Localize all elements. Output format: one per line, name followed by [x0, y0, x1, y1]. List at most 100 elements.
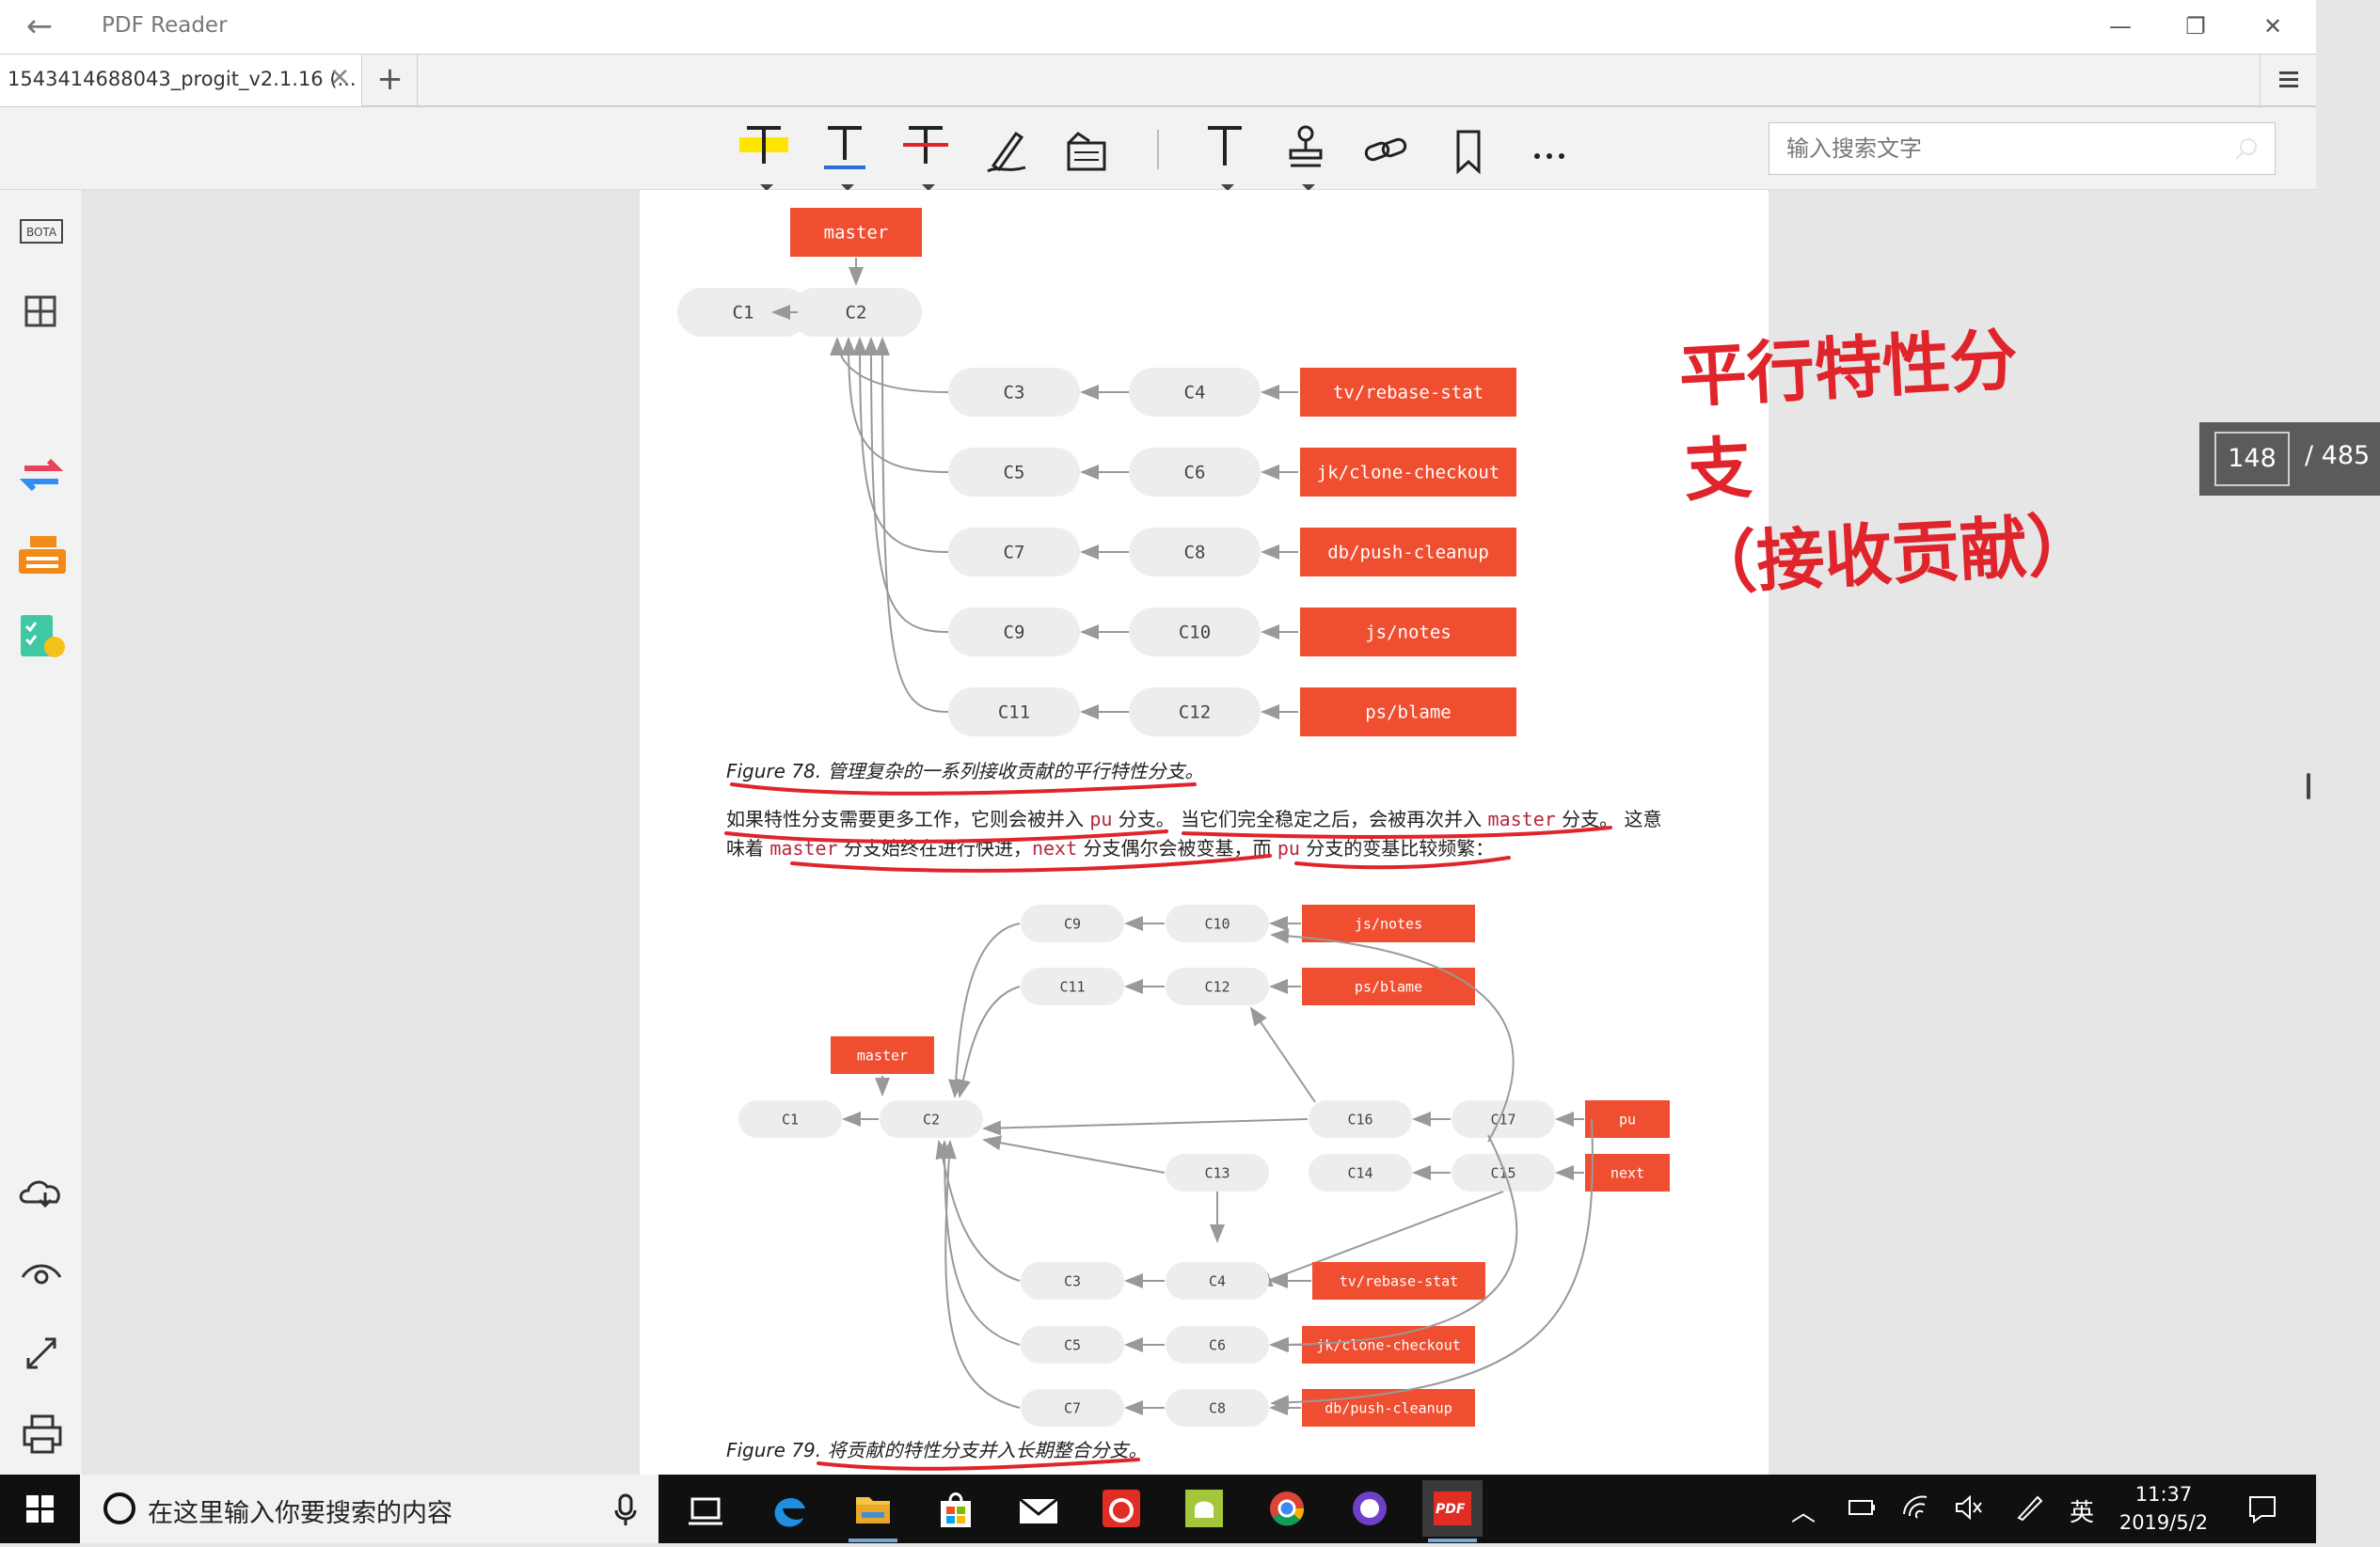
cloud-sync-button[interactable]: [13, 1164, 70, 1221]
chevron-down-icon[interactable]: [841, 184, 854, 191]
commit-node: [880, 1100, 983, 1138]
commit-node: [677, 288, 809, 337]
convert-button[interactable]: [13, 446, 70, 502]
underline-tool[interactable]: [813, 117, 879, 191]
svg-text:BOTA: BOTA: [26, 226, 57, 239]
pdf-reader-app[interactable]: PDF: [1422, 1480, 1483, 1542]
commit-arrow: [1270, 1134, 1518, 1352]
commit-arrow: [1270, 1118, 1594, 1411]
chrome-app[interactable]: [1257, 1480, 1317, 1537]
page-counter: 148 / 485: [2199, 422, 2380, 496]
stamp-icon: [1289, 125, 1323, 167]
stamp-tool[interactable]: [1274, 117, 1340, 191]
figure-79-caption: Figure 79. 将贡献的特性分支并入长期整合分支。: [726, 1439, 1148, 1461]
start-button[interactable]: [0, 1475, 80, 1543]
commit-node: [1309, 1100, 1412, 1138]
commit-label: C9: [1004, 623, 1025, 643]
branch-box: [831, 1036, 934, 1074]
ime-indicator[interactable]: 英: [2070, 1499, 2095, 1527]
battery-icon[interactable]: [1846, 1493, 1880, 1522]
current-page-field[interactable]: 148: [2214, 432, 2290, 486]
commit-label: C8: [1184, 543, 1206, 563]
edge-app[interactable]: [760, 1480, 820, 1537]
search-icon[interactable]: [2233, 136, 2260, 163]
more-tools-button[interactable]: [1516, 117, 1582, 182]
read-mode-button[interactable]: [13, 1243, 70, 1300]
branch-label: jk/clone-checkout: [1317, 463, 1499, 483]
file-explorer-app[interactable]: [843, 1480, 903, 1542]
chevron-down-icon[interactable]: [760, 184, 773, 191]
mail-app[interactable]: [1008, 1480, 1069, 1537]
task-button[interactable]: [13, 606, 70, 662]
bookmark-tool[interactable]: [1436, 117, 1501, 182]
taskbar-search[interactable]: 在这里输入你要搜索的内容: [80, 1475, 658, 1543]
print-button[interactable]: [13, 1405, 70, 1461]
commit-label: C16: [1347, 1111, 1372, 1128]
github-desktop-app[interactable]: [1340, 1480, 1400, 1537]
chevron-down-icon[interactable]: [922, 184, 935, 191]
fullscreen-button[interactable]: [13, 1324, 70, 1381]
thumbnails-button[interactable]: [13, 284, 70, 340]
highlight-tool[interactable]: [732, 117, 798, 191]
document-tab[interactable]: 1543414688043_progit_v2.1.16 (... ✕: [0, 55, 362, 106]
android-icon: [1185, 1490, 1223, 1527]
search-box[interactable]: [1769, 122, 2276, 175]
text-icon: [1208, 126, 1242, 166]
scrollbar-thumb[interactable]: [2307, 773, 2310, 799]
tray-overflow-chevron-icon[interactable]: ︿: [1791, 1499, 1817, 1527]
close-window-button[interactable]: ✕: [2262, 13, 2283, 39]
commit-node: [1166, 905, 1269, 942]
folder-icon: [856, 1497, 890, 1523]
commit-label: C13: [1204, 1164, 1230, 1181]
volume-muted-icon[interactable]: [1953, 1493, 1987, 1522]
chrome-icon: [1270, 1492, 1305, 1526]
taskbar: 在这里输入你要搜索的内容: [0, 1475, 2316, 1543]
tab-close-icon[interactable]: ✕: [329, 64, 350, 92]
commit-arrow: [941, 1140, 1021, 1409]
more-icon: [1534, 153, 1564, 159]
text-tool[interactable]: [1193, 117, 1259, 191]
netease-music-app[interactable]: [1091, 1480, 1151, 1537]
pen-tool[interactable]: [975, 117, 1040, 182]
branch-label: tv/rebase-stat: [1333, 383, 1484, 403]
para-text: 如果特性分支需要更多工作，它则会被并入: [726, 808, 1090, 830]
commit-node: [948, 448, 1080, 497]
chevron-down-icon[interactable]: [1302, 184, 1315, 191]
para-text: 分支的变基比较频繁：: [1299, 837, 1495, 860]
minimize-button[interactable]: —: [2109, 13, 2132, 39]
inline-code: master: [770, 837, 838, 860]
pen-workspace-icon[interactable]: [2013, 1493, 2047, 1522]
search-input[interactable]: [1769, 123, 2202, 174]
commit-arrow: [1253, 1191, 1504, 1287]
new-tab-button[interactable]: +: [363, 55, 418, 106]
back-arrow-icon[interactable]: ←: [25, 8, 54, 45]
body-paragraph: 如果特性分支需要更多工作，它则会被并入 pu 分支。 当它们完全稳定之后，会被再…: [726, 805, 1667, 863]
grid-icon: [24, 295, 56, 327]
branch-box: [1585, 1100, 1670, 1138]
task-view-button[interactable]: [675, 1480, 736, 1537]
inline-code: next: [1031, 837, 1078, 860]
pdf-app-icon: [1434, 1492, 1471, 1525]
strikethrough-tool[interactable]: [894, 117, 960, 191]
link-tool[interactable]: [1355, 117, 1420, 182]
commit-label: C10: [1179, 623, 1211, 643]
commit-arrow: [935, 1140, 1021, 1282]
bota-panel-button[interactable]: BOTA: [13, 203, 70, 260]
note-tool[interactable]: [1055, 117, 1121, 182]
store-app[interactable]: [926, 1480, 986, 1537]
document-tab-label: 1543414688043_progit_v2.1.16 (...: [8, 68, 357, 90]
notifications-icon[interactable]: [2245, 1492, 2282, 1523]
restore-button[interactable]: ❐: [2185, 13, 2206, 39]
tab-list-menu-button[interactable]: [2260, 55, 2316, 106]
commit-arrow: [948, 923, 1021, 1098]
note-icon: [1067, 132, 1106, 171]
chevron-down-icon[interactable]: [1221, 184, 1234, 191]
wifi-icon[interactable]: [1900, 1493, 1934, 1522]
system-clock[interactable]: 11:37 2019/5/2: [2117, 1480, 2211, 1537]
android-app[interactable]: [1174, 1480, 1234, 1537]
microphone-icon[interactable]: [607, 1475, 644, 1543]
cloud-icon: [19, 1180, 60, 1208]
fax-button[interactable]: [13, 527, 70, 583]
